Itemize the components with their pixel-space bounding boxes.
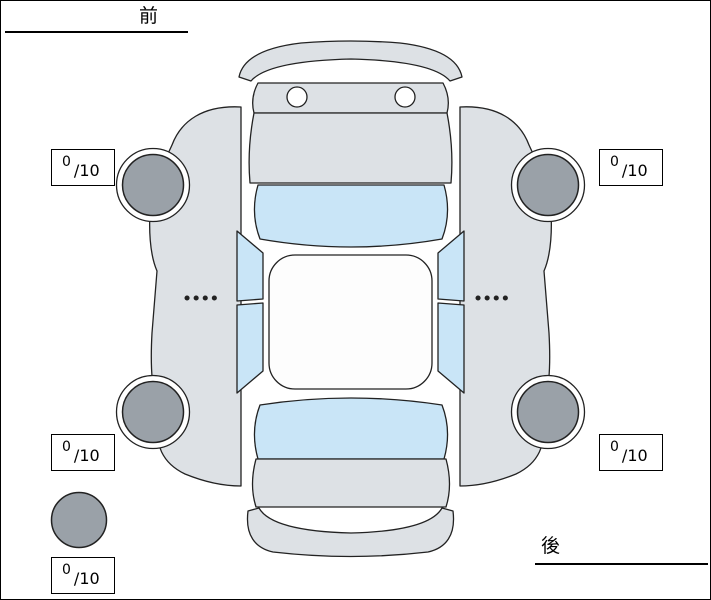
rear-left-tire [121, 380, 185, 444]
rear-right-tire [516, 380, 580, 444]
rear-left-score-denominator: /10 [73, 446, 100, 465]
front-cowl [252, 82, 449, 114]
roof [268, 254, 433, 390]
left-rear-window [236, 302, 264, 394]
spare-score-denominator: /10 [73, 569, 100, 588]
front-label: 前 [139, 5, 159, 27]
left-front-window [236, 230, 264, 302]
rear-left-tire-score: 0 /10 [51, 434, 115, 471]
trunk [251, 458, 451, 508]
spare-score-value: 0 [62, 562, 71, 578]
front-bumper [238, 40, 463, 82]
front-right-score-denominator: /10 [621, 161, 648, 180]
rear-bumper [246, 507, 455, 558]
rear-right-tire-score: 0 /10 [599, 434, 663, 471]
cowl-circle-left [286, 86, 308, 108]
spare-tire-score: 0 /10 [51, 557, 115, 594]
front-right-tire [516, 153, 580, 217]
front-underline [5, 31, 188, 33]
front-left-score-value: 0 [62, 154, 71, 170]
rear-window [253, 397, 449, 460]
windshield [253, 184, 449, 248]
cowl-circle-right [394, 86, 416, 108]
spare-tire [50, 491, 108, 549]
rear-left-score-value: 0 [62, 439, 71, 455]
front-right-tire-score: 0 /10 [599, 149, 663, 186]
rear-label: 後 [541, 535, 561, 557]
front-right-score-value: 0 [610, 154, 619, 170]
rear-right-score-value: 0 [610, 439, 619, 455]
front-left-tire-score: 0 /10 [51, 149, 115, 186]
front-left-score-denominator: /10 [73, 161, 100, 180]
right-rear-window [437, 302, 465, 394]
front-left-tire [121, 153, 185, 217]
rear-underline [535, 563, 708, 565]
right-front-window [437, 230, 465, 302]
hood [248, 112, 453, 184]
rear-right-score-denominator: /10 [621, 446, 648, 465]
